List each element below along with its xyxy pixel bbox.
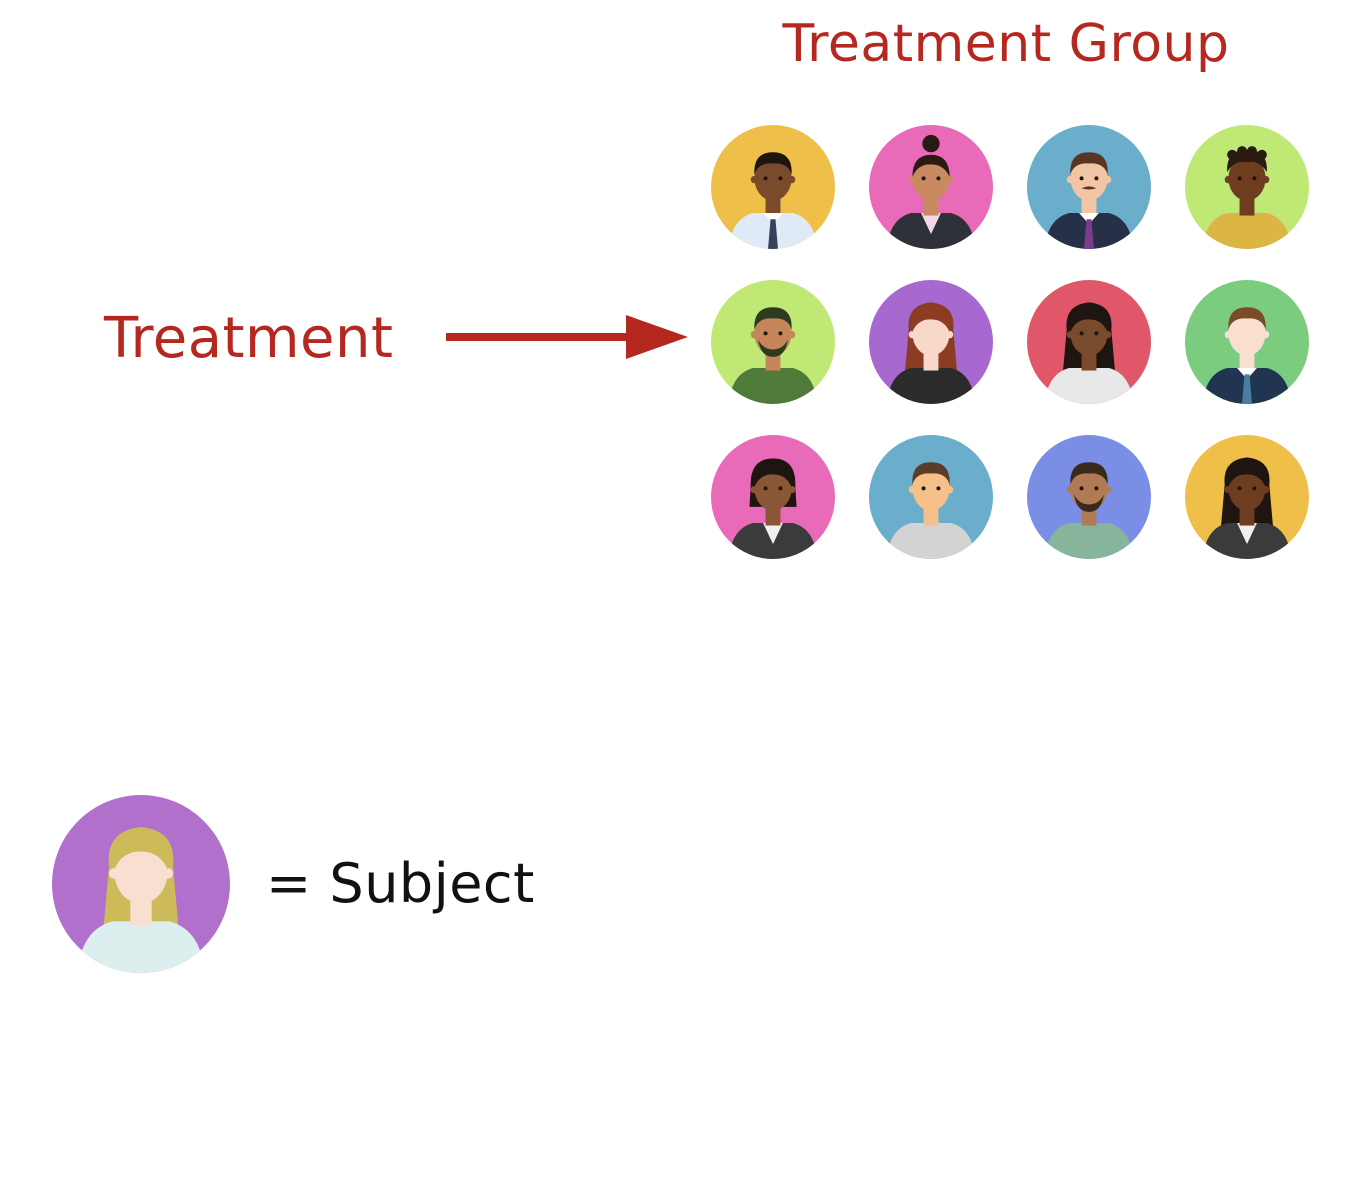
woman-dark-suit-icon: [1185, 435, 1309, 563]
subject-legend-text: = Subject: [266, 852, 535, 915]
woman-blazer-icon: [1027, 280, 1151, 408]
arrow-icon: [446, 315, 688, 359]
subject-legend-avatar-icon: [52, 795, 230, 977]
man-navy-suit-icon: [1185, 280, 1309, 408]
man-shirt-tie-icon: [711, 125, 835, 253]
man-goatee-icon: [1027, 435, 1151, 563]
woman-bob-icon: [711, 435, 835, 563]
man-beard-icon: [711, 280, 835, 408]
man-mustache-suit-icon: [1027, 125, 1151, 253]
man-polo-icon: [1185, 125, 1309, 253]
treatment-group-title: Treatment Group: [782, 14, 1230, 74]
woman-suit-icon: [869, 125, 993, 253]
arrow-head: [626, 315, 688, 359]
treatment-label: Treatment: [104, 306, 394, 371]
man-grey-shirt-icon: [869, 435, 993, 563]
woman-red-hair-icon: [869, 280, 993, 408]
